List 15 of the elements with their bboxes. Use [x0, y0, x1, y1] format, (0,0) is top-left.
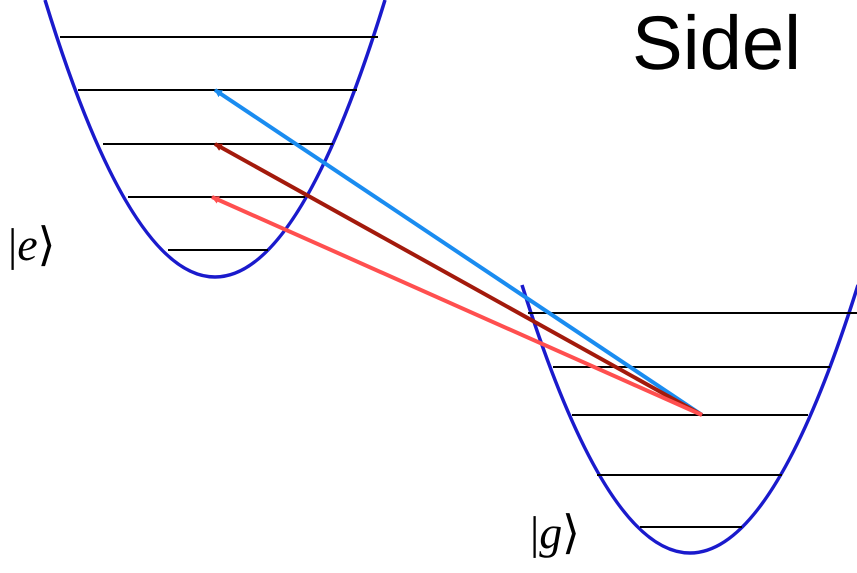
transition-arrow — [211, 195, 703, 417]
heading-text: Sidel — [632, 6, 801, 82]
energy-level-line — [572, 414, 808, 416]
state-label: |e⟩ — [8, 222, 56, 268]
energy-level-line — [640, 526, 742, 528]
energy-level-line — [168, 249, 268, 251]
energy-level-line — [528, 312, 857, 314]
transition-arrow — [214, 88, 704, 417]
energy-level-line — [60, 36, 378, 38]
energy-level-line — [78, 89, 357, 91]
energy-level-line — [597, 474, 782, 476]
energy-level-line — [128, 196, 305, 198]
state-label: |g⟩ — [530, 510, 580, 556]
energy-level-line — [553, 366, 830, 368]
energy-level-line — [103, 143, 333, 145]
